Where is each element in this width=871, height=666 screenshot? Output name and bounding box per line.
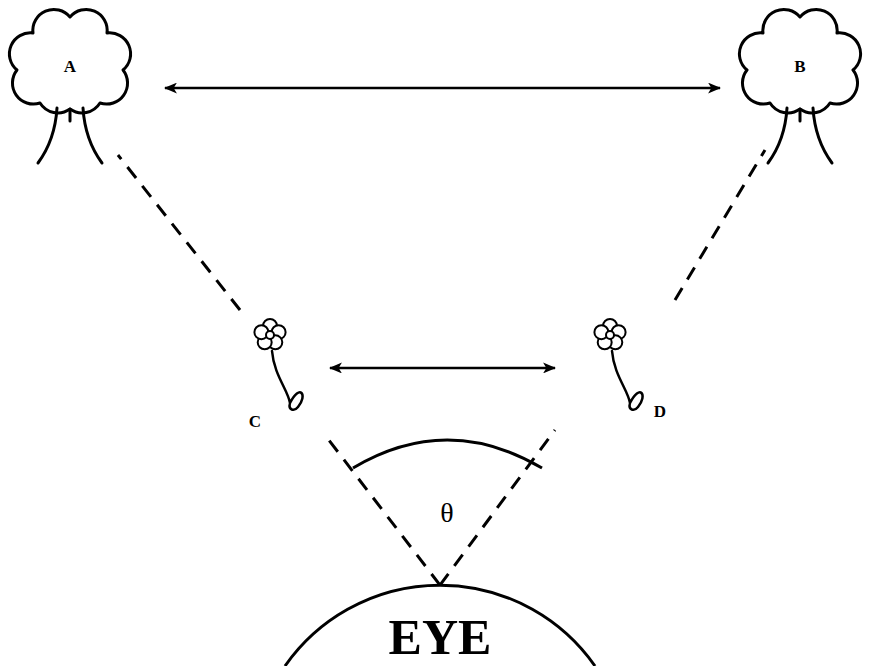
eye: EYE [270,580,610,666]
node-label: EYE [389,610,492,665]
tree-trunk [768,108,832,163]
tree-crown [9,9,130,112]
node-label: A [64,58,76,77]
sight-line [440,430,555,585]
angle-label: θ [440,498,453,529]
flower: C [240,310,330,435]
distance-arrow [165,87,720,90]
flower-stem [612,351,643,410]
sight-line [675,150,765,300]
tree-shape [5,5,165,165]
flower: D [555,300,675,430]
angle-arc [353,440,542,468]
sight-line [325,435,440,585]
tree: B [720,5,868,165]
tree-trunk [38,108,102,163]
node-label: D [654,403,666,422]
distance-arrow [330,367,555,370]
tree: A [5,5,165,165]
eye-outline [285,585,595,666]
tree-shape [720,5,868,165]
node-label: B [794,58,805,77]
flower-center [266,331,274,339]
sight-line [118,155,240,310]
node-label: C [249,413,261,432]
tree-crown [739,9,860,112]
flower-stem [272,351,303,410]
flower-center [606,331,614,339]
